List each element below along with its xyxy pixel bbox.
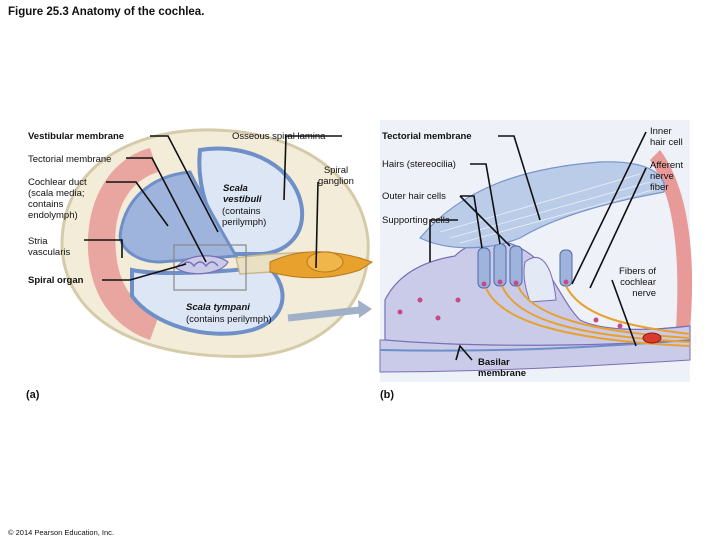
label-cochlear-duct: Cochlear duct (scala media; contains end…: [28, 177, 87, 221]
label-osseous-spiral-lamina: Osseous spiral lamina: [232, 131, 326, 142]
label-scala-tympani-note: (contains perilymph): [186, 314, 272, 325]
label-stria-vascularis: Stria vascularis: [28, 236, 71, 258]
label-basilar-membrane: Basilar membrane: [478, 357, 527, 379]
panel-a-tag: (a): [26, 389, 40, 401]
cochlear-duct-chamber: [118, 170, 239, 264]
label-inner-hair-cell: Inner hair cell: [650, 126, 683, 148]
panel-b-drawing: [379, 120, 693, 382]
label-scala-vestibuli: Scala vestibuli: [223, 183, 262, 205]
spiral-ganglion-shape: [306, 251, 344, 273]
spiral-organ-shape: [175, 255, 229, 275]
panel-b-tag: (b): [380, 389, 395, 401]
label-afferent-nerve-fiber: Afferent nerve fiber: [650, 160, 684, 193]
spiral-ligament: [87, 148, 158, 340]
label-spiral-ganglion: Spiral ganglion: [318, 165, 354, 187]
label-vestibular-membrane: Vestibular membrane: [28, 131, 125, 142]
label-scala-vestibuli-note: (contains perilymph): [222, 206, 267, 228]
figure-title: Figure 25.3 Anatomy of the cochlea.: [8, 6, 205, 18]
zoom-arrow: [358, 300, 372, 318]
label-tectorial-membrane-a: Tectorial membrane: [28, 154, 112, 165]
tectorial-membrane-shape: [419, 161, 666, 249]
label-scala-tympani: Scala tympani: [186, 302, 250, 313]
label-spiral-organ: Spiral organ: [28, 275, 84, 286]
label-fibers-cochlear-nerve: Fibers of cochlear nerve: [619, 266, 656, 299]
label-hairs-stereocilia: Hairs (stereocilia): [382, 159, 456, 170]
label-supporting-cells: Supporting cells: [382, 215, 450, 226]
copyright-notice: © 2014 Pearson Education, Inc.: [8, 528, 115, 537]
label-tectorial-membrane-b: Tectorial membrane: [382, 131, 472, 142]
label-outer-hair-cells: Outer hair cells: [382, 191, 446, 202]
